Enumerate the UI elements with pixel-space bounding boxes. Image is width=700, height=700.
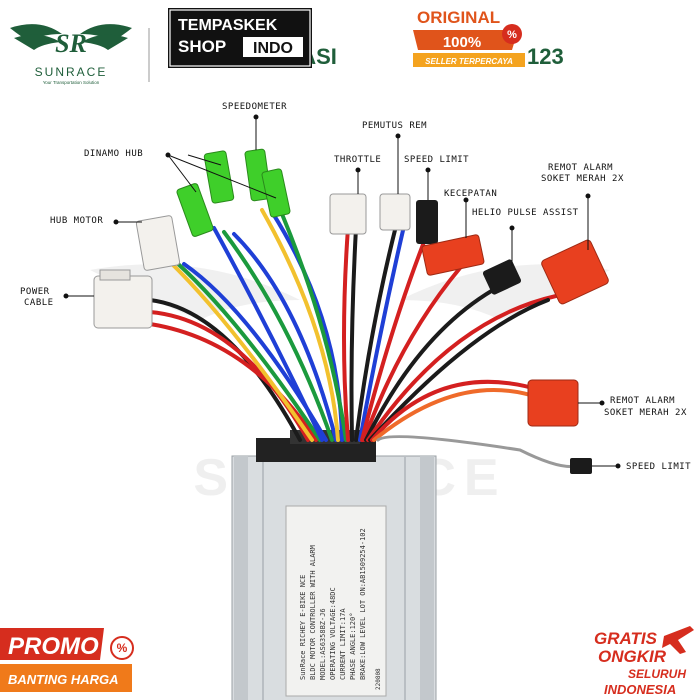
controller-body [231,430,437,700]
label-line6: PHASE ANGLE:120° [349,613,357,680]
original-badge: ORIGINAL 100% SELLER TERPERCAYA % [410,6,525,67]
leader-lines [63,114,621,469]
label-throttle: THROTTLE [334,155,382,165]
connector-dinamo-hub [176,150,235,237]
label-speed-limit-top: SPEED LIMIT [404,155,470,165]
original-sub: SELLER TERPERCAYA [425,57,513,66]
label-serial: 220808 [375,668,382,690]
wires [148,208,580,469]
percent-icon [502,24,522,44]
label-helio-pulse-assist: HELIO PULSE ASSIST [472,208,579,218]
shop-badge: TEMPASKEK SHOP INDO [168,8,312,68]
label-line4: OPERATING VOLTAGE:48DC [329,587,337,680]
gratis-ongkir-badge: GRATIS ONGKIR SELURUH INDONESIA [594,626,694,697]
connector-helio-pulse [482,259,522,295]
connector-kecepatan [421,234,485,276]
shop-line2: SHOP [178,37,226,56]
label-kecepatan: KECEPATAN [444,189,498,199]
connector-pemutus-rem [379,193,411,231]
label-line7: BRAKE:LOW LEVEL LOT ON:AB1509254-102 [359,528,367,680]
promo-percent-icon [110,636,134,660]
label-hub-motor: HUB MOTOR [50,216,104,226]
original-word: ORIGINAL [417,8,500,27]
connector-hub-motor [135,215,181,271]
label-speed-limit-bottom: SPEED LIMIT [626,462,692,472]
label-remot-alarm-mid-2: SOKET MERAH 2X [604,408,687,418]
label-dinamo-hub: DINAMO HUB [84,149,144,159]
logo-monogram: SR [55,29,87,58]
promo-line1: PROMO [8,633,99,660]
label-power-cable-2: CABLE [24,298,54,308]
title-right: 123 [527,44,564,69]
gratis-line1: GRATIS [594,629,658,648]
label-line1: SunRace RICHEY E-BIKE NCE [299,575,307,680]
label-remot-alarm-top-1: REMOT ALARM [548,163,614,173]
shop-line3: INDO [253,40,293,57]
gratis-line3: SELURUH [628,667,686,681]
label-pemutus-rem: PEMUTUS REM [362,121,428,131]
original-percent: 100% [443,34,481,51]
airplane-icon [662,626,694,654]
connector-speed-limit-bottom [570,458,592,474]
promo-badge: PROMO BANTING HARGA % [0,628,134,692]
brand-name: SUNRACE [35,65,108,79]
connector-remot-alarm-mid [527,379,579,427]
connector-speedometer [244,148,291,218]
gratis-line2: ONGKIR [598,647,667,666]
label-remot-alarm-mid-1: REMOT ALARM [610,396,676,406]
label-speedometer: SPEEDOMETER [222,102,288,112]
label-line5: CURRENT LIMIT:17A [339,608,347,680]
shop-line1: TEMPASKEK [178,17,278,34]
gratis-line4: INDONESIA [604,682,676,697]
sunrace-logo: SR SUNRACE Your Transportation Solution [10,24,132,85]
connector-speed-limit-top [416,200,438,244]
label-line2: BLDC MOTOR CONTROLLER WITH ALARM [309,545,317,680]
connector-throttle [329,193,367,235]
label-remot-alarm-top-2: SOKET MERAH 2X [541,174,624,184]
brand-tagline: Your Transportation Solution [43,80,100,85]
label-power-cable-1: POWER [20,287,50,297]
connector-power-cable [93,269,153,329]
label-line3: MODEL:AS6358BZ-J6 [319,608,327,680]
svg-text:%: % [117,641,128,655]
svg-text:%: % [507,29,517,41]
controller-label: SunRace RICHEY E-BIKE NCE BLDC MOTOR CON… [299,528,382,690]
promo-line2: BANTING HARGA [8,672,119,687]
connector-remot-alarm-top [541,239,609,305]
